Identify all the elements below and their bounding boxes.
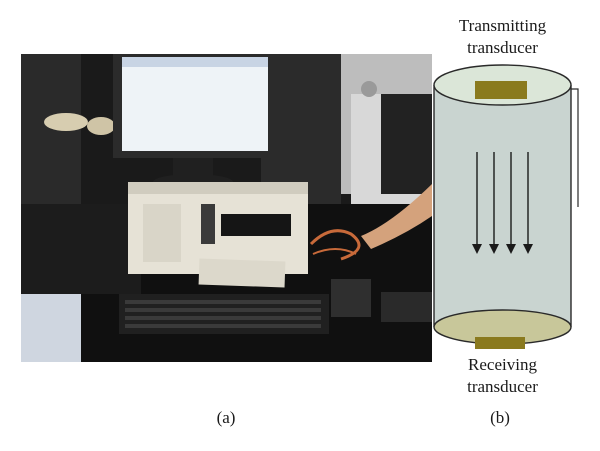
- arrow-head: [523, 244, 533, 254]
- transmitting-label-line2: transducer: [467, 38, 538, 57]
- receiving-transducer: [475, 337, 525, 349]
- arrow-head: [472, 244, 482, 254]
- arrow-head: [506, 244, 516, 254]
- panel-a-caption: (a): [216, 408, 236, 427]
- setup-photo: [21, 54, 432, 362]
- transmitting-label-line1: Transmitting: [458, 16, 547, 35]
- arrow-head: [489, 244, 499, 254]
- panel-b-caption: (b): [490, 408, 510, 427]
- receiving-label-line2: transducer: [467, 377, 538, 396]
- receiving-label-line1: Receiving: [468, 355, 537, 374]
- cylinder-body: [434, 85, 571, 327]
- transmitting-transducer: [475, 81, 527, 99]
- connection-wire: [571, 88, 579, 207]
- photo-illustration: [21, 54, 432, 362]
- cylinder-schematic: [433, 64, 579, 349]
- wave-arrows: [472, 152, 533, 254]
